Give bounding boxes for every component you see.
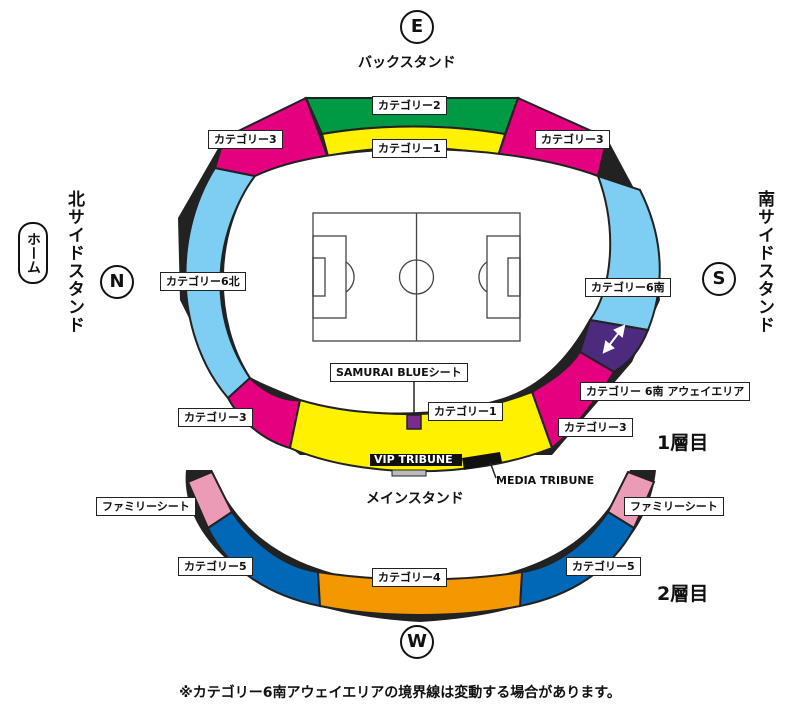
back-stand-label: バックスタンド	[358, 55, 456, 71]
label-cat6-south: カテゴリー6南	[585, 278, 671, 297]
south-stand-label: 南サイドスタンド	[754, 190, 774, 334]
media-pointer	[489, 461, 497, 479]
label-cat5-left: カテゴリー5	[178, 557, 253, 576]
label-cat5-right: カテゴリー5	[566, 557, 641, 576]
label-cat3-top-right: カテゴリー3	[535, 130, 610, 149]
media-tribune-box	[462, 452, 502, 470]
boundary-note: ※カテゴリー6南アウェイエリアの境界線は変動する場合があります。	[179, 685, 621, 701]
label-cat6-north: カテゴリー6北	[160, 272, 246, 291]
label-cat3-bottom-left: カテゴリー3	[178, 408, 253, 427]
tribune-stripe	[391, 469, 427, 477]
label-cat3-top-left: カテゴリー3	[208, 130, 283, 149]
tier2-label: 2層目	[657, 583, 709, 605]
label-samurai-blue: SAMURAI BLUEシート	[330, 363, 468, 382]
vip-tribune-box	[370, 454, 462, 466]
away-boundary-arrow	[602, 324, 626, 354]
tier1-label: 1層目	[657, 432, 709, 454]
label-cat2: カテゴリー2	[372, 96, 447, 115]
pitch	[312, 212, 521, 342]
label-family-right: ファミリーシート	[624, 497, 724, 516]
label-media-tribune: MEDIA TRIBUNE	[496, 474, 595, 487]
north-stand-label: 北サイドスタンド	[64, 190, 84, 334]
compass-south: S	[702, 262, 736, 296]
label-cat6-south-away: カテゴリー 6南 アウェイエリア	[580, 382, 751, 401]
compass-west: W	[400, 625, 434, 659]
compass-north: N	[100, 265, 134, 299]
main-stand-label: メインスタンド	[366, 491, 464, 507]
label-vip-tribune: VIP TRIBUNE	[374, 453, 453, 466]
section-samurai-blue[interactable]	[406, 414, 422, 430]
compass-east: E	[400, 10, 434, 44]
label-cat3-bottom-right: カテゴリー3	[558, 418, 633, 437]
home-badge: ホーム	[18, 222, 48, 284]
label-cat1-bottom: カテゴリー1	[428, 402, 503, 421]
label-cat1-top: カテゴリー1	[372, 139, 447, 158]
label-family-left: ファミリーシート	[96, 497, 196, 516]
label-cat4: カテゴリー4	[372, 568, 447, 587]
